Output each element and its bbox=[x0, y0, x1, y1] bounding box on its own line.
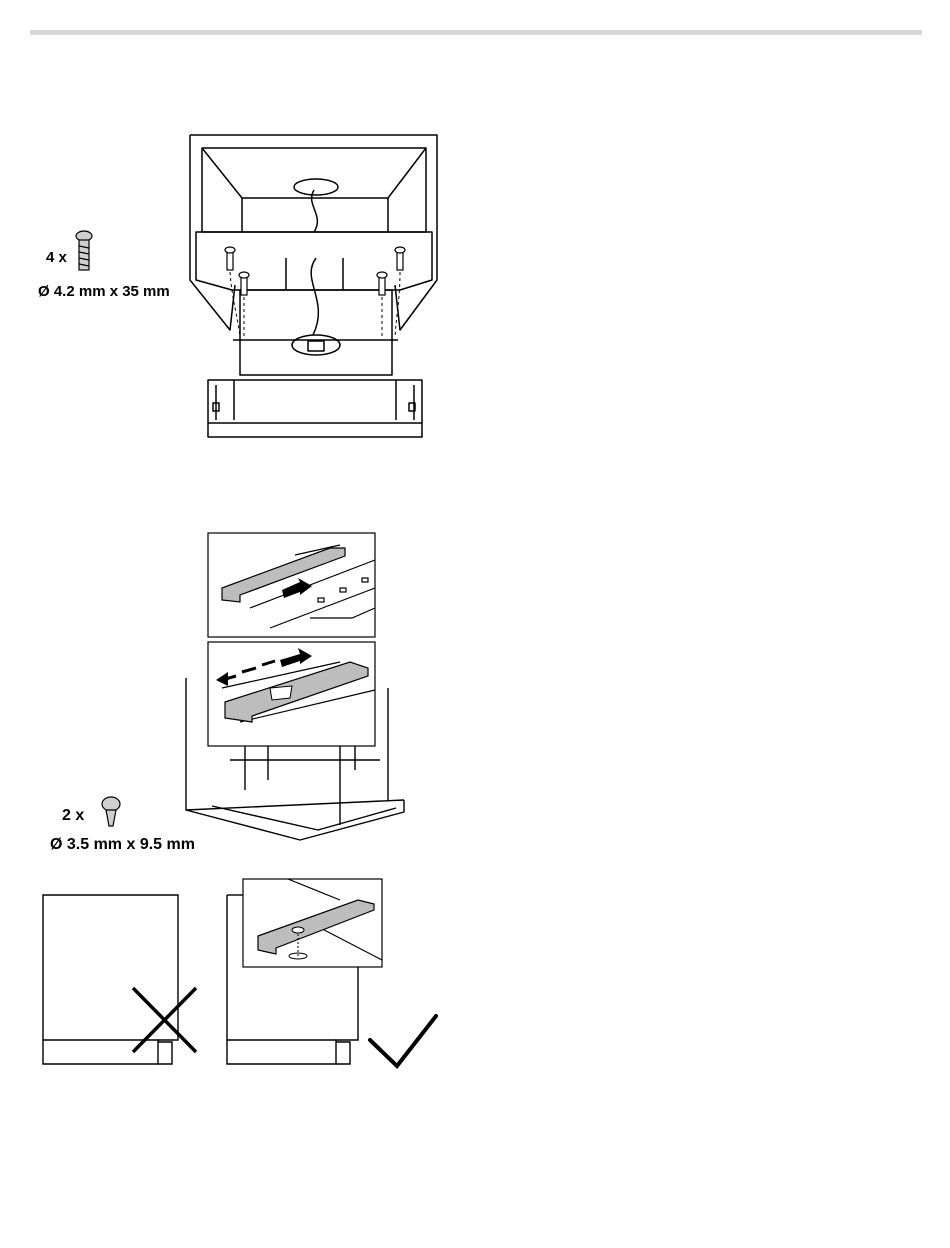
check-icon bbox=[370, 1016, 436, 1066]
